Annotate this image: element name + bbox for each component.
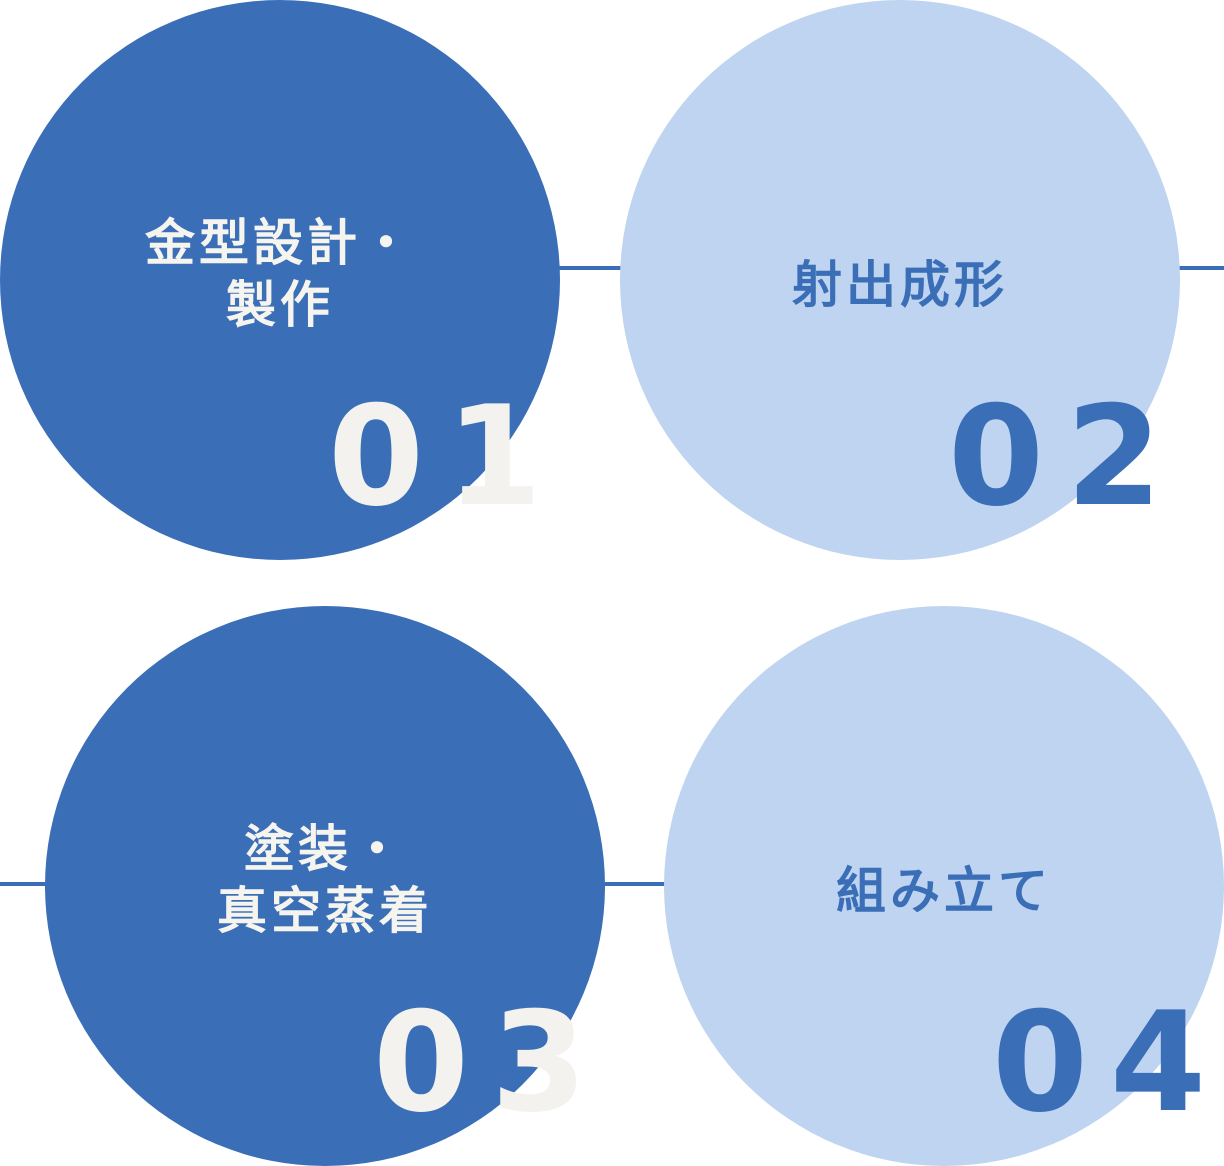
step-03-circle: 塗装・ 真空蒸着 03 [45, 606, 605, 1166]
step-03-number: 03 [373, 982, 610, 1143]
connector-left-03 [0, 882, 50, 886]
step-04-circle: 組み立て 04 [664, 606, 1224, 1166]
step-01-label: 金型設計・ 製作 [145, 214, 415, 334]
step-02-label: 射出成形 [792, 256, 1008, 314]
step-03-label: 塗装・ 真空蒸着 [217, 820, 433, 940]
step-01-circle: 金型設計・ 製作 01 [0, 0, 560, 560]
connector-01-02 [555, 266, 625, 270]
step-02-number: 02 [948, 376, 1185, 537]
connector-03-04 [600, 882, 670, 886]
step-04-label: 組み立て [836, 862, 1052, 920]
step-04-number: 04 [992, 982, 1224, 1143]
step-02-circle: 射出成形 02 [620, 0, 1180, 560]
connector-02-right [1175, 266, 1224, 270]
step-01-number: 01 [328, 376, 565, 537]
